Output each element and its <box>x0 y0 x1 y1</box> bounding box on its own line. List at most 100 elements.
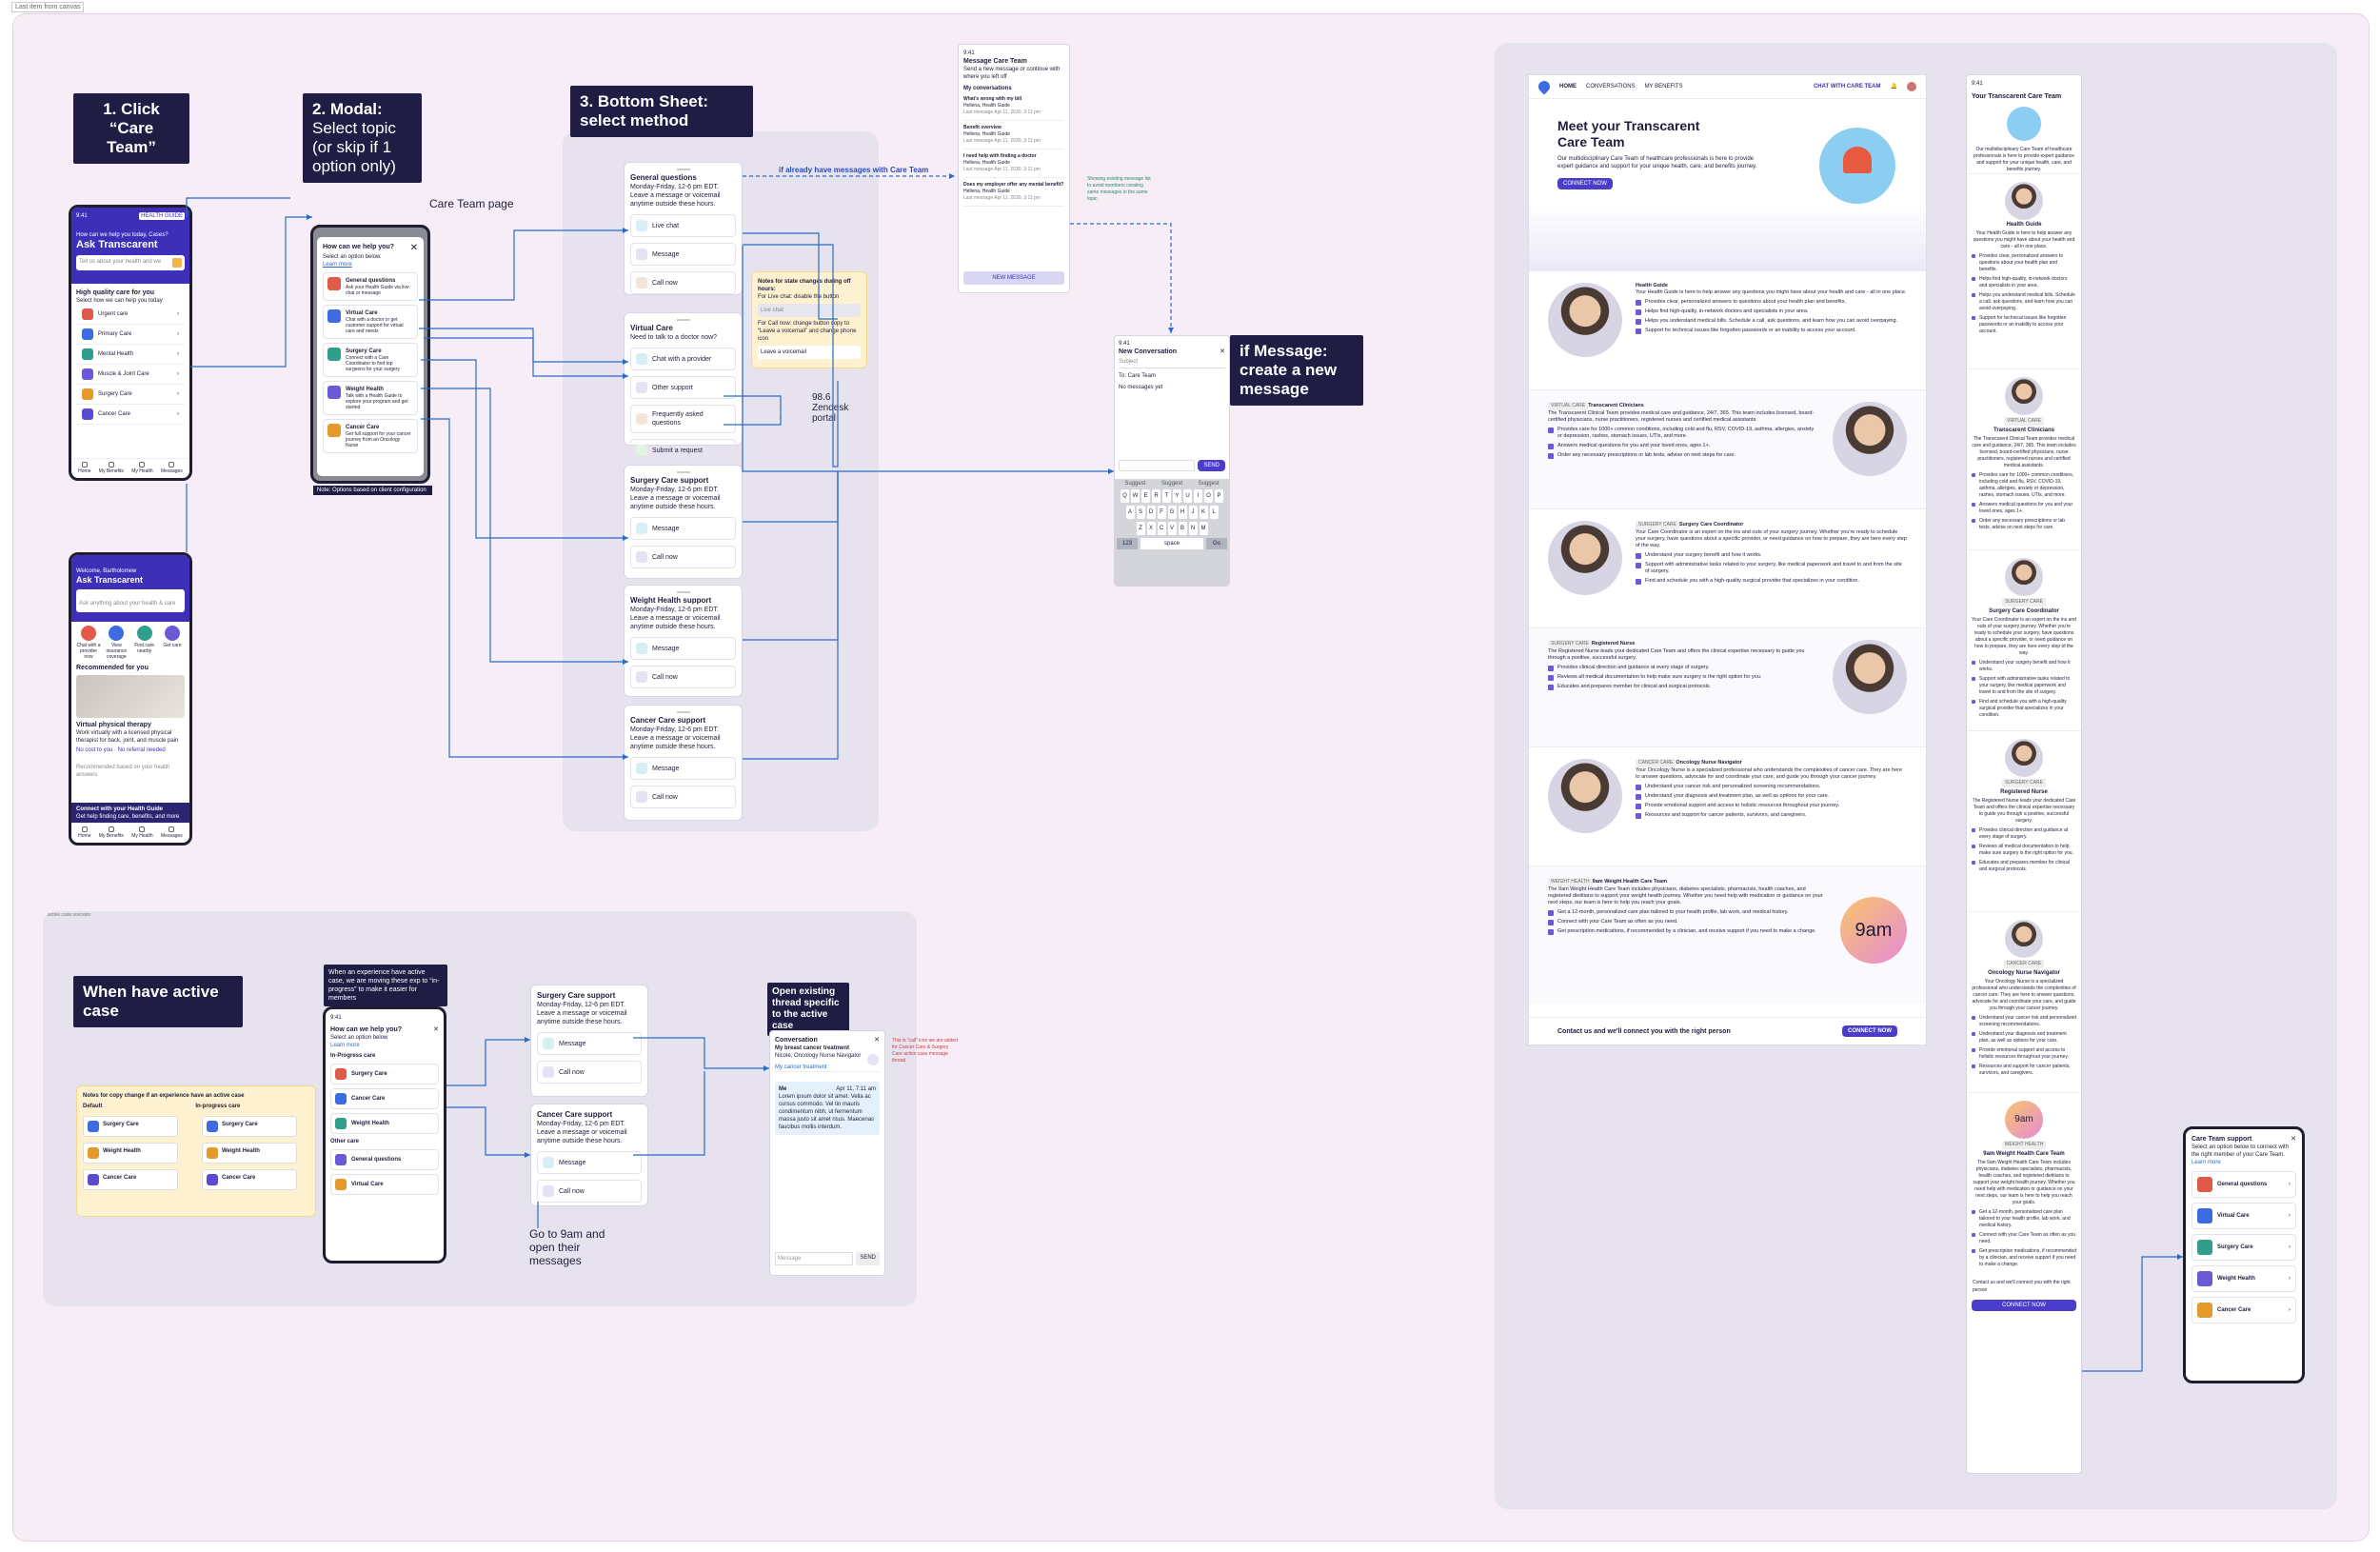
key[interactable]: H <box>1178 506 1187 519</box>
method-option[interactable]: Submit a request <box>630 439 736 462</box>
method-option[interactable]: Message <box>630 637 736 660</box>
key[interactable]: L <box>1209 506 1219 519</box>
key[interactable]: U <box>1183 489 1192 503</box>
method-option[interactable]: Live chat <box>630 214 736 237</box>
call-option[interactable]: Call now <box>537 1180 642 1203</box>
connect-health-guide-banner[interactable]: Connect with your Health Guide Get help … <box>71 803 189 824</box>
care-item[interactable]: Urgent care› <box>76 305 185 325</box>
care-item[interactable]: Muscle & Joint Care› <box>76 365 185 385</box>
message-input[interactable] <box>1119 460 1196 471</box>
key[interactable]: M <box>1199 522 1208 535</box>
topic-option[interactable]: Surgery Care› <box>2192 1234 2296 1261</box>
key-space[interactable]: space <box>1140 538 1203 549</box>
key[interactable]: Z <box>1136 522 1145 535</box>
quick-action[interactable]: View insurance coverage <box>103 626 129 660</box>
topic-option[interactable]: Cancer Care <box>330 1088 439 1109</box>
close-icon[interactable]: ✕ <box>433 1026 439 1033</box>
topic-option[interactable]: Virtual Care› <box>2192 1203 2296 1229</box>
footer-connect-button[interactable]: CONNECT NOW <box>1842 1025 1897 1037</box>
key[interactable]: B <box>1178 522 1187 535</box>
phone-call-icon[interactable] <box>867 1054 879 1065</box>
suggestion[interactable]: Suggest <box>1124 481 1146 487</box>
method-option[interactable]: Call now <box>630 786 736 808</box>
active-learn-more[interactable]: Learn more <box>330 1043 360 1048</box>
send-icon[interactable] <box>172 258 182 268</box>
connect-now-button[interactable]: CONNECT NOW <box>1557 178 1613 189</box>
avatar[interactable] <box>1907 82 1916 91</box>
care-item[interactable]: Surgery Care› <box>76 385 185 405</box>
key[interactable]: T <box>1162 489 1171 503</box>
topic-option[interactable]: General questions› <box>2192 1171 2296 1198</box>
key[interactable]: A <box>1125 506 1135 519</box>
conversation-send[interactable]: SEND <box>856 1252 880 1265</box>
key[interactable]: W <box>1131 489 1140 503</box>
method-option[interactable]: Chat with a provider <box>630 348 736 370</box>
key[interactable]: N <box>1188 522 1198 535</box>
method-option[interactable]: Call now <box>630 546 736 568</box>
bell-icon[interactable]: 🔔 <box>1890 84 1897 90</box>
care-item[interactable]: Mental Health› <box>76 345 185 365</box>
message-option[interactable]: Message <box>537 1151 642 1174</box>
mobile-connect-button[interactable]: CONNECT NOW <box>1972 1300 2076 1311</box>
method-option[interactable]: Call now <box>630 666 736 688</box>
key[interactable]: K <box>1199 506 1208 519</box>
key[interactable]: Y <box>1173 489 1181 503</box>
new-message-button[interactable]: NEW MESSAGE <box>963 271 1064 285</box>
key[interactable]: V <box>1167 522 1177 535</box>
key[interactable]: F <box>1157 506 1166 519</box>
method-option[interactable]: Frequently asked questions <box>630 405 736 433</box>
health-guide-badge[interactable]: HEALTH GUIDE <box>139 212 185 220</box>
close-icon[interactable]: ✕ <box>2291 1136 2296 1143</box>
nav-link[interactable]: HOME <box>1559 84 1577 90</box>
topic-option[interactable]: Weight Health <box>330 1113 439 1134</box>
key[interactable]: D <box>1146 506 1156 519</box>
topic-option[interactable]: Surgery Care <box>330 1064 439 1084</box>
suggestion[interactable]: Suggest <box>1198 481 1220 487</box>
key-go[interactable]: Go <box>1206 538 1227 549</box>
support-learn-more[interactable]: Learn more <box>2192 1160 2221 1165</box>
tab-item[interactable]: My Health <box>131 462 153 475</box>
topic-option[interactable]: Virtual Care <box>330 1174 439 1195</box>
method-option[interactable]: Message <box>630 757 736 780</box>
nav-link[interactable]: CONVERSATIONS <box>1586 84 1636 90</box>
home-search-input[interactable]: Tell us about your health and we <box>76 255 185 270</box>
key[interactable]: Q <box>1121 489 1129 503</box>
topic-option[interactable]: General questions <box>330 1149 439 1170</box>
tab-item[interactable]: My Benefits <box>99 462 124 475</box>
method-option[interactable]: Message <box>630 243 736 266</box>
call-option[interactable]: Call now <box>537 1061 642 1084</box>
care-item[interactable]: Primary Care› <box>76 325 185 345</box>
key[interactable]: P <box>1215 489 1223 503</box>
method-option[interactable]: Call now <box>630 271 736 294</box>
key[interactable]: S <box>1136 506 1145 519</box>
case-link[interactable]: My cancer treatment <box>775 1064 880 1072</box>
key[interactable]: G <box>1167 506 1177 519</box>
key[interactable]: R <box>1152 489 1160 503</box>
tab-item[interactable]: Home <box>78 462 90 475</box>
conversation-input[interactable]: Message <box>775 1252 854 1265</box>
key[interactable]: J <box>1188 506 1198 519</box>
tab-item[interactable]: My Benefits <box>99 826 124 840</box>
topic-option[interactable]: Weight Health› <box>2192 1265 2296 1292</box>
key[interactable]: C <box>1157 522 1166 535</box>
key-123[interactable]: 123 <box>1117 538 1138 549</box>
conversation-item[interactable]: Does my employer offer any mental benefi… <box>963 178 1064 207</box>
topic-option[interactable]: Cancer Care› <box>2192 1297 2296 1323</box>
close-icon[interactable]: ✕ <box>1220 348 1225 355</box>
key[interactable]: E <box>1141 489 1150 503</box>
home2-search-input[interactable]: Ask anything about your health & care <box>76 589 185 612</box>
tab-item[interactable]: Messages <box>161 826 183 840</box>
close-icon[interactable]: ✕ <box>874 1037 880 1044</box>
method-option[interactable]: Message <box>630 517 736 540</box>
quick-action[interactable]: Find care nearby <box>131 626 158 660</box>
key[interactable]: X <box>1146 522 1156 535</box>
modal-learn-more-link[interactable]: Learn more <box>323 262 352 268</box>
close-icon[interactable]: ✕ <box>409 243 418 253</box>
chat-with-care-team-link[interactable]: CHAT WITH CARE TEAM <box>1813 84 1881 90</box>
